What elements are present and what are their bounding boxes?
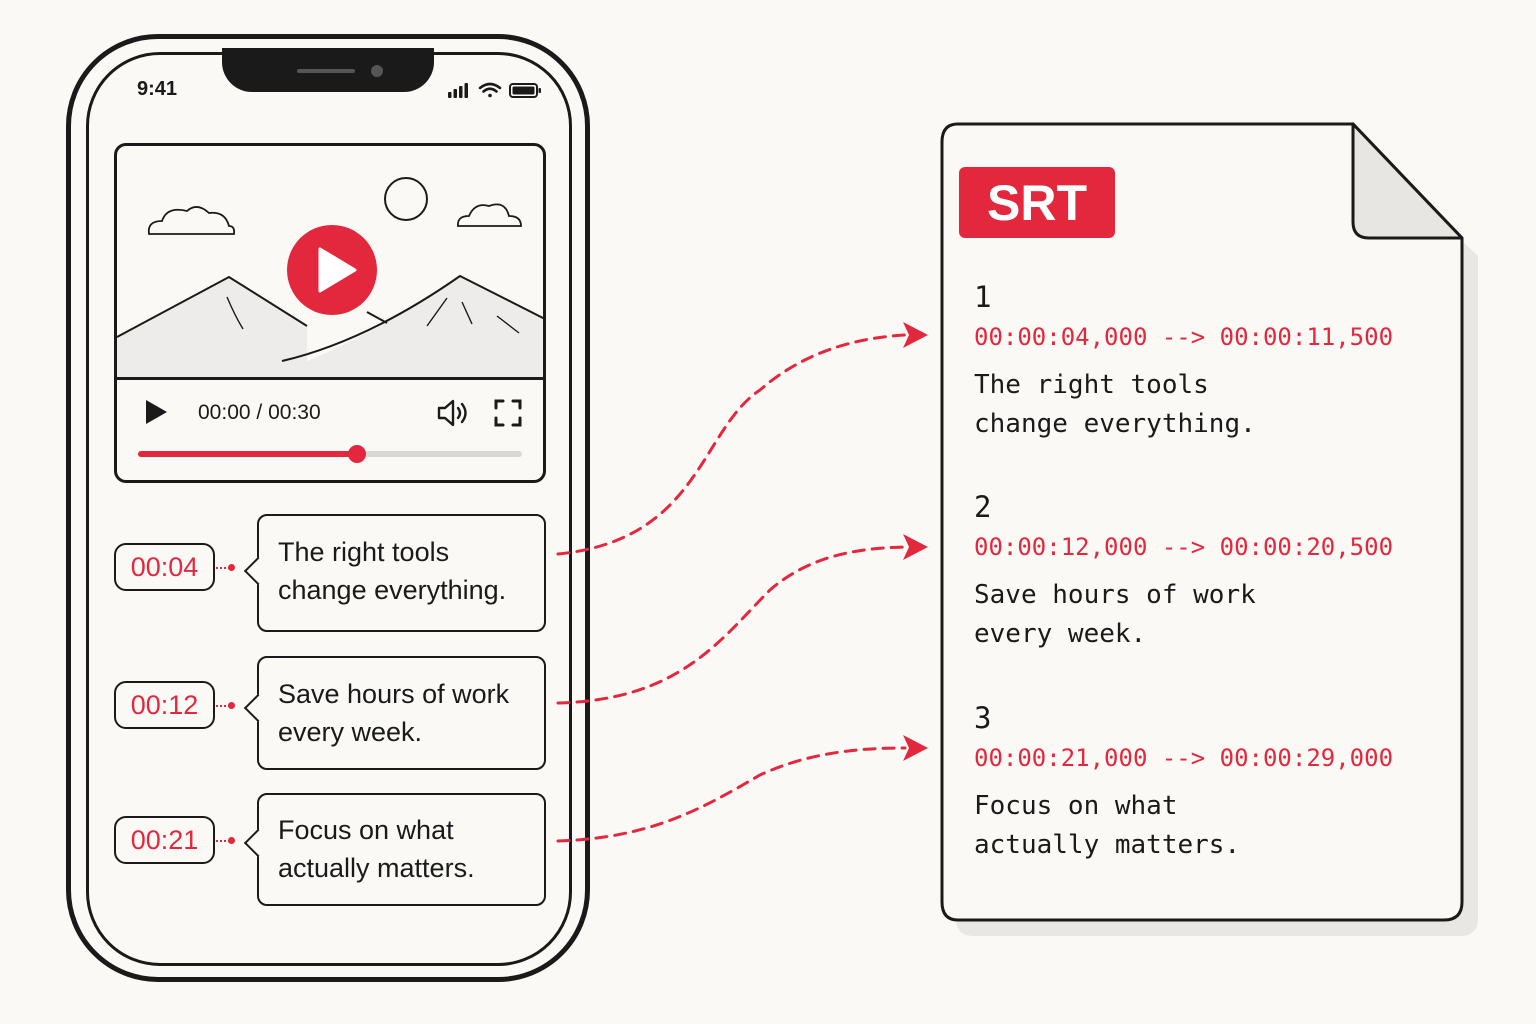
- camera-icon: [371, 65, 383, 77]
- signal-icon: [448, 83, 468, 98]
- arrow-head: [903, 735, 928, 761]
- caption-box[interactable]: The right tools change everything.: [243, 514, 546, 632]
- battery-icon: [509, 83, 541, 98]
- caption-line: Focus on what: [278, 815, 454, 845]
- progress-thumb[interactable]: [347, 445, 366, 463]
- cue-index: 3: [974, 701, 992, 735]
- duration: 00:30: [268, 401, 321, 424]
- status-icons: [446, 80, 542, 105]
- fullscreen-icon[interactable]: [493, 398, 523, 428]
- srt-label: SRT: [959, 167, 1115, 238]
- play-button-icon[interactable]: [287, 225, 377, 315]
- srt-document: [940, 122, 1464, 922]
- status-time: 9:41: [137, 78, 178, 100]
- connector-dot: [228, 702, 235, 709]
- cue-text-line: actually matters.: [974, 830, 1241, 860]
- arrow-head: [903, 322, 928, 348]
- arrow-connector: [556, 545, 907, 705]
- speaker-grille: [297, 69, 355, 73]
- play-icon[interactable]: [142, 398, 170, 426]
- progress-fill: [138, 451, 357, 457]
- caption-line: actually matters.: [278, 853, 475, 883]
- volume-icon[interactable]: [436, 398, 470, 428]
- video-thumbnail: [117, 177, 543, 380]
- caption-timestamp[interactable]: 00:04: [114, 543, 215, 591]
- caption-timestamp[interactable]: 00:21: [114, 816, 215, 864]
- cue-text-line: Focus on what: [974, 791, 1178, 821]
- caption-line: every week.: [278, 717, 423, 747]
- connector-dash: [216, 567, 230, 569]
- arrow-connector: [556, 333, 907, 556]
- caption-box[interactable]: Focus on what actually matters.: [243, 793, 546, 906]
- cloud-icon: [457, 203, 522, 227]
- caption-box[interactable]: Save hours of work every week.: [243, 656, 546, 770]
- connector-dot: [228, 837, 235, 844]
- current-time: 00:00: [198, 401, 251, 424]
- cue-index: 2: [974, 490, 992, 524]
- caption-timestamp[interactable]: 00:12: [114, 681, 215, 729]
- cue-timing: 00:00:21,000 --> 00:00:29,000: [974, 744, 1394, 772]
- cue-timing: 00:00:04,000 --> 00:00:11,500: [974, 323, 1394, 351]
- connector-dot: [228, 564, 235, 571]
- cue-text-line: Save hours of work: [974, 580, 1256, 610]
- connector-dash: [216, 840, 230, 842]
- video-player: [114, 143, 546, 483]
- folded-corner: [1351, 122, 1464, 240]
- wifi-icon: [478, 82, 502, 98]
- time-display: 00:00 / 00:30: [198, 401, 321, 425]
- caption-line: The right tools: [278, 537, 450, 567]
- caption-line: Save hours of work: [278, 679, 510, 709]
- cue-timing: 00:00:12,000 --> 00:00:20,500: [974, 533, 1394, 561]
- time-separator: /: [256, 401, 263, 424]
- cue-index: 1: [974, 280, 992, 314]
- caption-line: change everything.: [278, 575, 507, 605]
- connector-dash: [216, 705, 230, 707]
- cloud-icon: [147, 206, 236, 235]
- sun-icon: [384, 177, 428, 221]
- arrow-connector: [556, 746, 907, 843]
- cue-text-line: change everything.: [974, 409, 1256, 439]
- progress-bar[interactable]: [138, 445, 522, 463]
- arrow-head: [903, 534, 928, 560]
- cue-text-line: The right tools: [974, 370, 1209, 400]
- cue-text-line: every week.: [974, 619, 1147, 649]
